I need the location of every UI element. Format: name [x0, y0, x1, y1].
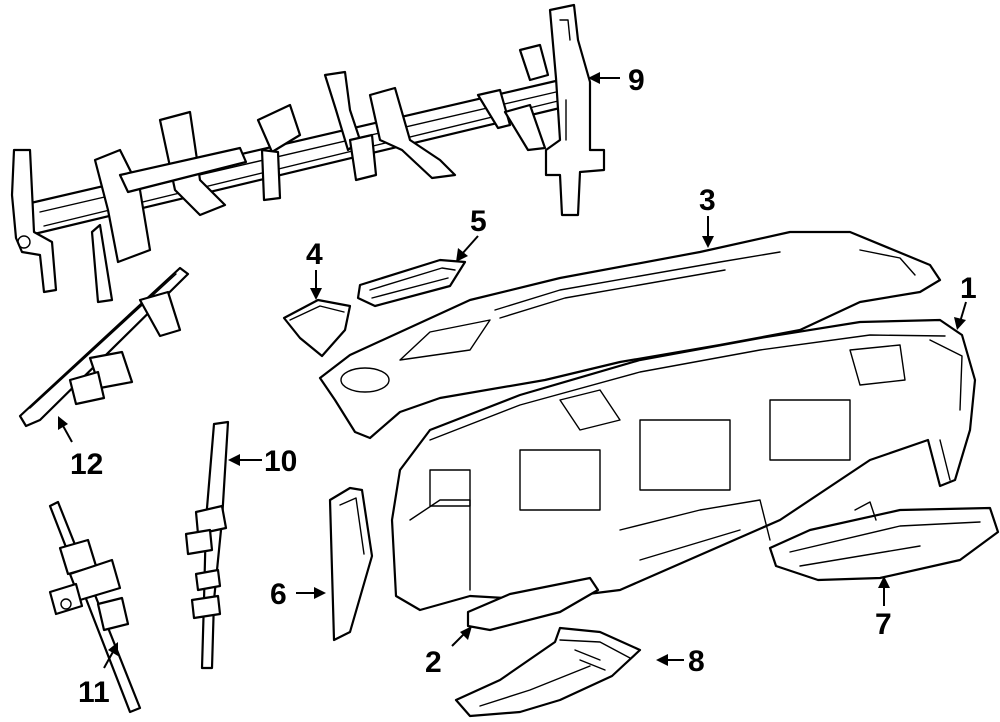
- part-10-bracket: [184, 420, 230, 670]
- callout-8: 8: [688, 645, 705, 678]
- arrowhead-8: [656, 654, 668, 666]
- arrowhead-5: [456, 248, 468, 262]
- part-1-substructure: [390, 318, 977, 612]
- callout-9: 9: [628, 64, 645, 97]
- part-6-side-panel: [328, 486, 374, 642]
- callout-4: 4: [306, 238, 323, 271]
- callout-10: 10: [264, 445, 297, 478]
- callout-1: 1: [960, 272, 977, 305]
- part-3-instrument-panel: [318, 230, 942, 440]
- part-7-lower-panel: [768, 501, 1000, 582]
- part-5-panel: [356, 258, 467, 308]
- callout-7: 7: [875, 608, 892, 641]
- callout-2: 2: [425, 646, 442, 679]
- callout-5: 5: [470, 205, 487, 238]
- arrowhead-4: [310, 288, 322, 300]
- callout-12: 12: [70, 448, 103, 481]
- leader-1: [959, 301, 967, 323]
- leader-11: [103, 649, 115, 669]
- arrowhead-9: [588, 72, 600, 84]
- arrowhead-11: [108, 642, 118, 656]
- leader-5: [461, 235, 479, 255]
- part-8-lower-duct: [454, 626, 642, 718]
- arrowhead-10: [228, 454, 240, 466]
- callout-labels: 9 3 5 4 1 12 10 6 7 2 8 11: [70, 64, 977, 709]
- arrowhead-6: [314, 587, 326, 599]
- arrowhead-7: [878, 576, 890, 588]
- callout-3: 3: [699, 184, 716, 217]
- callout-6: 6: [270, 578, 287, 611]
- arrowhead-2: [460, 626, 472, 640]
- part-12-brace: [18, 266, 190, 428]
- arrowhead-12: [58, 416, 68, 430]
- arrowhead-1: [954, 317, 966, 330]
- arrowhead-3: [702, 236, 714, 248]
- leader-lines: [58, 72, 967, 669]
- part-4-panel: [282, 298, 352, 358]
- part-11-lower-brace: [48, 500, 142, 714]
- part-9-cross-car-beam: [10, 3, 606, 304]
- leader-12: [61, 423, 73, 443]
- callout-11: 11: [78, 676, 110, 709]
